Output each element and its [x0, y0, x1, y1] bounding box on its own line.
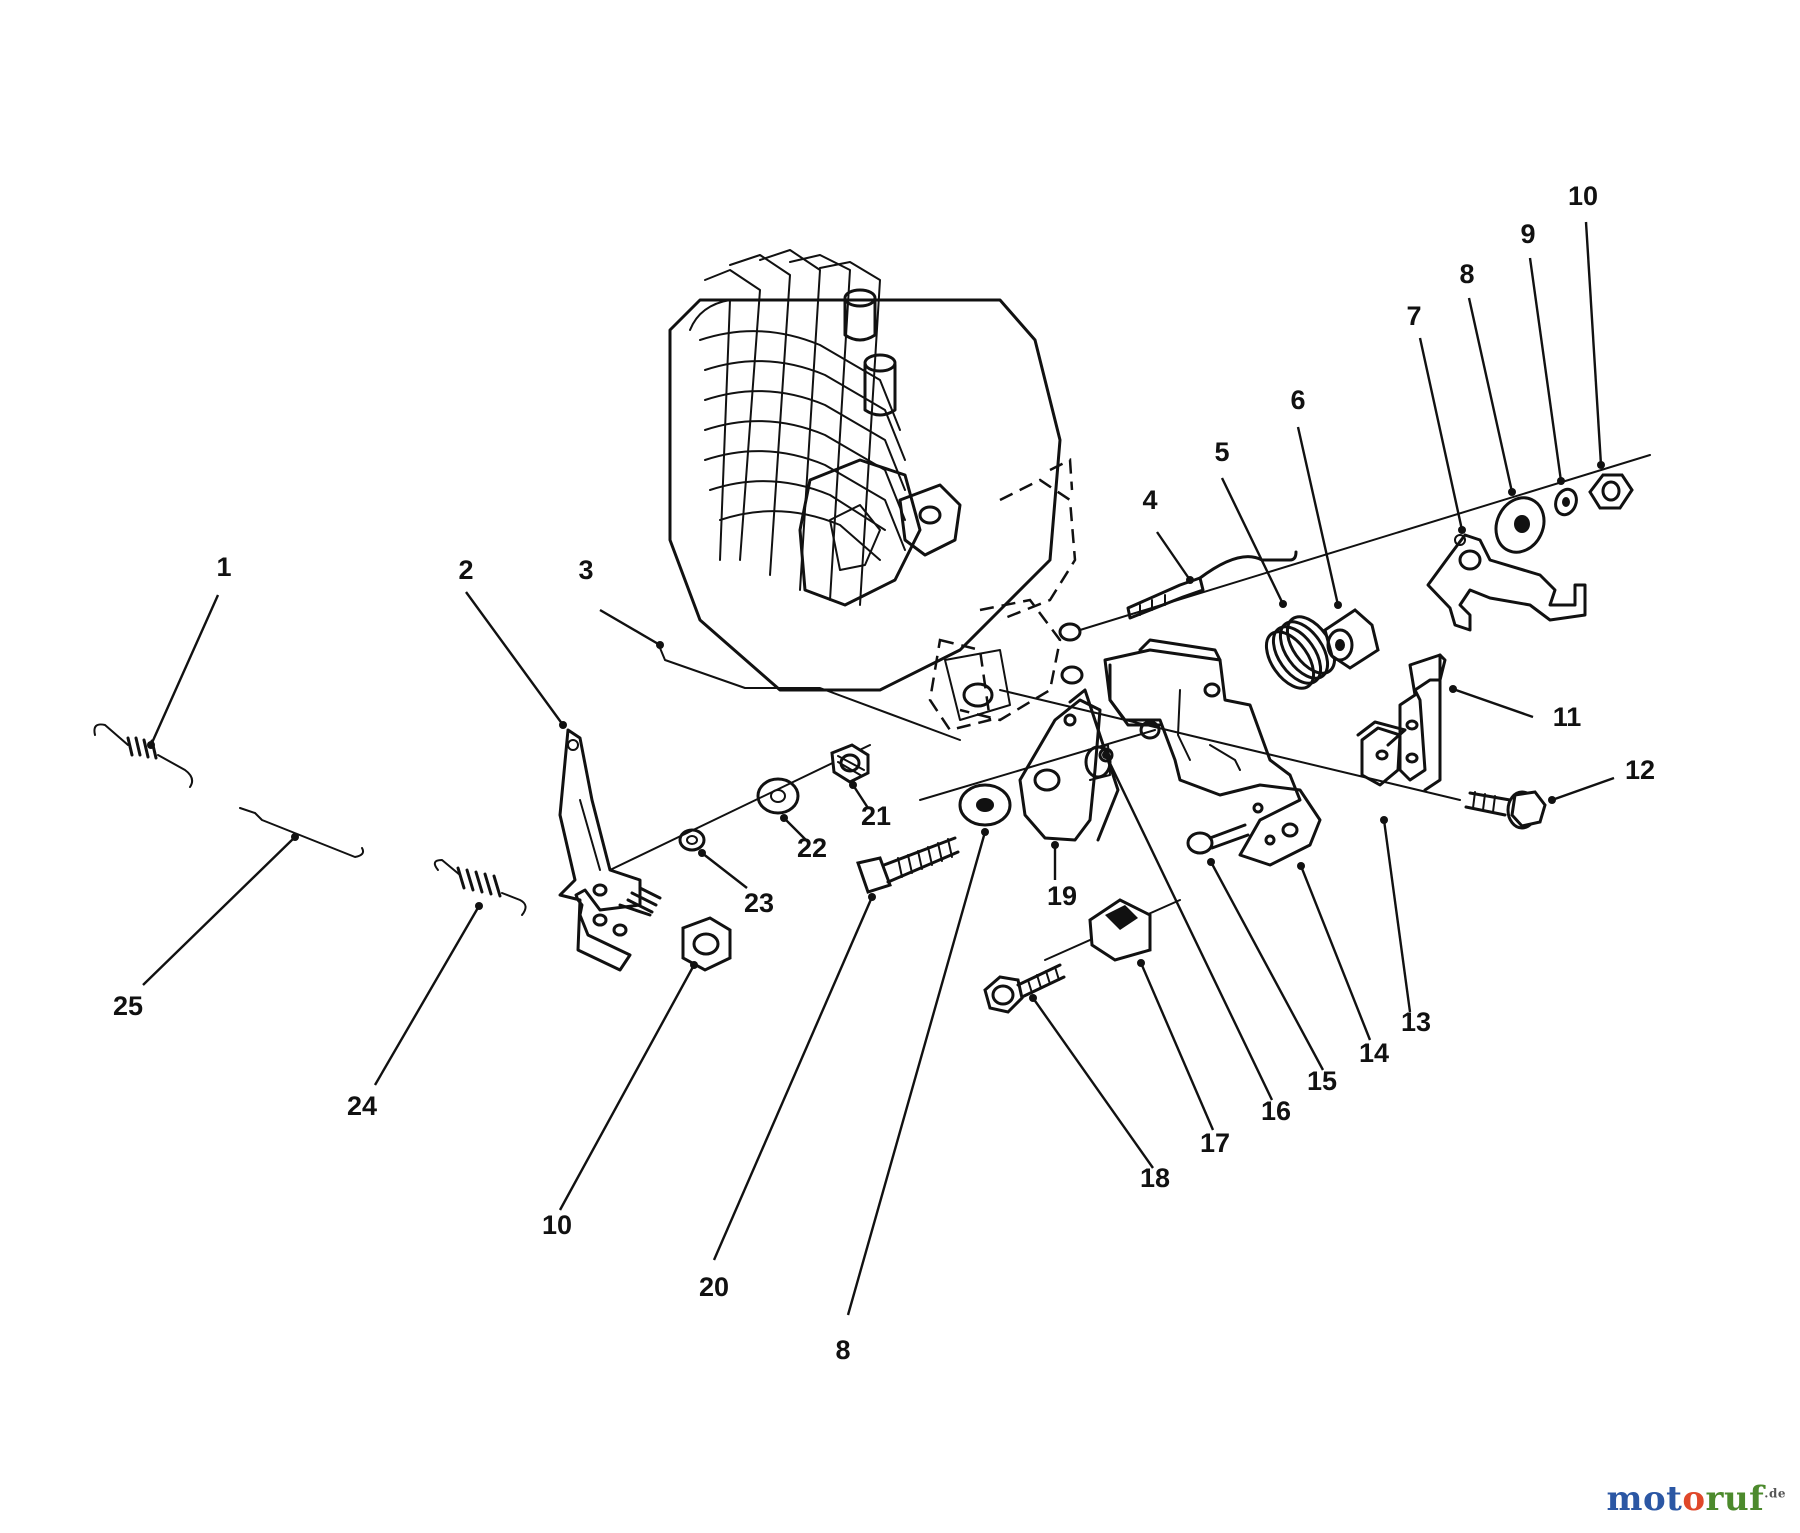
part-1-spring: [93, 723, 194, 788]
part-17-square-nut: [1088, 898, 1152, 962]
watermark-part-1: mot: [1606, 1479, 1683, 1519]
callout-4: 4: [1142, 485, 1157, 515]
callout-6: 6: [1290, 385, 1305, 415]
callout-10-lower: 10: [542, 1210, 572, 1240]
part-19-bracket: [1018, 688, 1120, 842]
part-8-washer-lower: [958, 783, 1012, 827]
part-15-pin: [1186, 823, 1250, 855]
watermark-part-3: ruf: [1705, 1479, 1765, 1519]
callout-18: 18: [1140, 1163, 1170, 1193]
part-12-flange-bolt: [1464, 790, 1547, 830]
callout-11: 11: [1553, 702, 1582, 732]
part-6-spacer: [1323, 608, 1380, 670]
watermark-logo: motoruf.de: [1606, 1479, 1786, 1519]
part-4-governor-shaft: [1126, 550, 1298, 620]
part-14-control-bracket: [1103, 638, 1322, 867]
engine-block: [668, 249, 1084, 732]
callout-1: 1: [216, 552, 231, 582]
callout-25: 25: [113, 991, 143, 1021]
part-22-washer: [756, 777, 800, 815]
watermark-part-2: o: [1682, 1479, 1706, 1519]
callout-2: 2: [458, 555, 473, 585]
part-10-nut-lower: [681, 916, 732, 972]
assembly-axis-lines: [609, 454, 1651, 961]
callout-8-lower: 8: [835, 1335, 850, 1365]
callout-16: 16: [1261, 1096, 1291, 1126]
callout-12: 12: [1625, 755, 1655, 785]
watermark-suffix: .de: [1764, 1486, 1786, 1501]
callout-labels: 1 2 3 4 5 6 7 8 9 10 11 12 13 14 15 16 1…: [113, 181, 1655, 1365]
part-24-spring: [433, 859, 527, 916]
part-9-lock-washer: [1554, 487, 1578, 517]
part-7-control-lever: [1426, 533, 1587, 632]
callout-7: 7: [1406, 301, 1421, 331]
callout-15: 15: [1307, 1066, 1337, 1096]
part-21-bushing: [830, 743, 870, 784]
part-13-cable-clip: [1356, 720, 1407, 787]
callout-14: 14: [1359, 1038, 1389, 1068]
part-18-hex-bolt: [983, 963, 1066, 1014]
part-5-torsion-spring: [1264, 615, 1337, 690]
callout-20: 20: [699, 1272, 729, 1302]
part-16-shaft-bushing: [1098, 747, 1114, 763]
callout-21: 21: [861, 801, 891, 831]
callout-13: 13: [1401, 1007, 1431, 1037]
callout-22: 22: [797, 833, 827, 863]
callout-5: 5: [1214, 437, 1229, 467]
callout-19: 19: [1047, 881, 1077, 911]
part-10-nut-upper: [1588, 473, 1634, 510]
leader-lines: [142, 221, 1615, 1316]
part-3-governor-rod: [659, 647, 961, 741]
part-23-lock-washer: [678, 828, 706, 852]
callout-17: 17: [1200, 1128, 1230, 1158]
callout-23: 23: [744, 888, 774, 918]
callout-24: 24: [347, 1091, 377, 1121]
callout-10-upper: 10: [1568, 181, 1598, 211]
callout-3: 3: [578, 555, 593, 585]
callout-9: 9: [1520, 219, 1535, 249]
part-11-bracket: [1398, 653, 1447, 792]
callout-8-upper: 8: [1459, 259, 1474, 289]
part-20-bolt: [856, 836, 960, 894]
part-8-washer-upper: [1494, 496, 1546, 554]
part-25-link-wire: [239, 807, 365, 858]
part-2-governor-lever: [558, 728, 662, 972]
